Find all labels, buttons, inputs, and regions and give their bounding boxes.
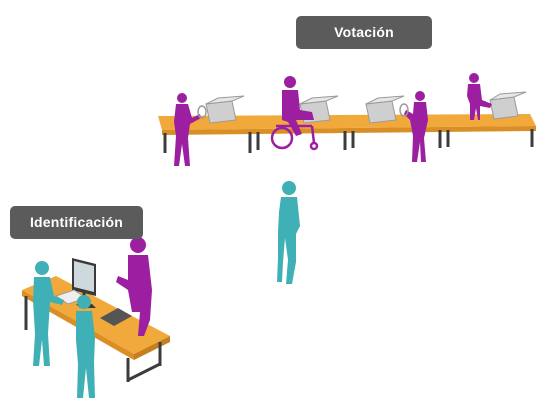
voting-area-label: Votación bbox=[296, 16, 432, 49]
citizen-person-icon bbox=[76, 295, 95, 398]
keyboard-icon bbox=[100, 308, 132, 326]
computer-monitor-icon bbox=[72, 258, 96, 308]
voter-person-icon bbox=[174, 93, 201, 166]
poll-worker-person-icon bbox=[116, 237, 152, 336]
voting-area bbox=[158, 73, 536, 166]
voting-booth-icon bbox=[365, 95, 405, 124]
voter-in-wheelchair bbox=[270, 76, 319, 151]
voting-booth-icon bbox=[489, 91, 527, 120]
voting-booth-icon bbox=[205, 95, 245, 124]
voter-person-icon bbox=[467, 73, 492, 120]
voter-person-icon bbox=[404, 91, 428, 162]
ballot-icon bbox=[197, 103, 409, 119]
identification-area bbox=[22, 237, 170, 398]
citizen-person-icon bbox=[33, 261, 64, 366]
identification-area-label: Identificación bbox=[10, 206, 143, 239]
walking-person-icon bbox=[277, 181, 300, 284]
voting-table bbox=[158, 114, 536, 153]
